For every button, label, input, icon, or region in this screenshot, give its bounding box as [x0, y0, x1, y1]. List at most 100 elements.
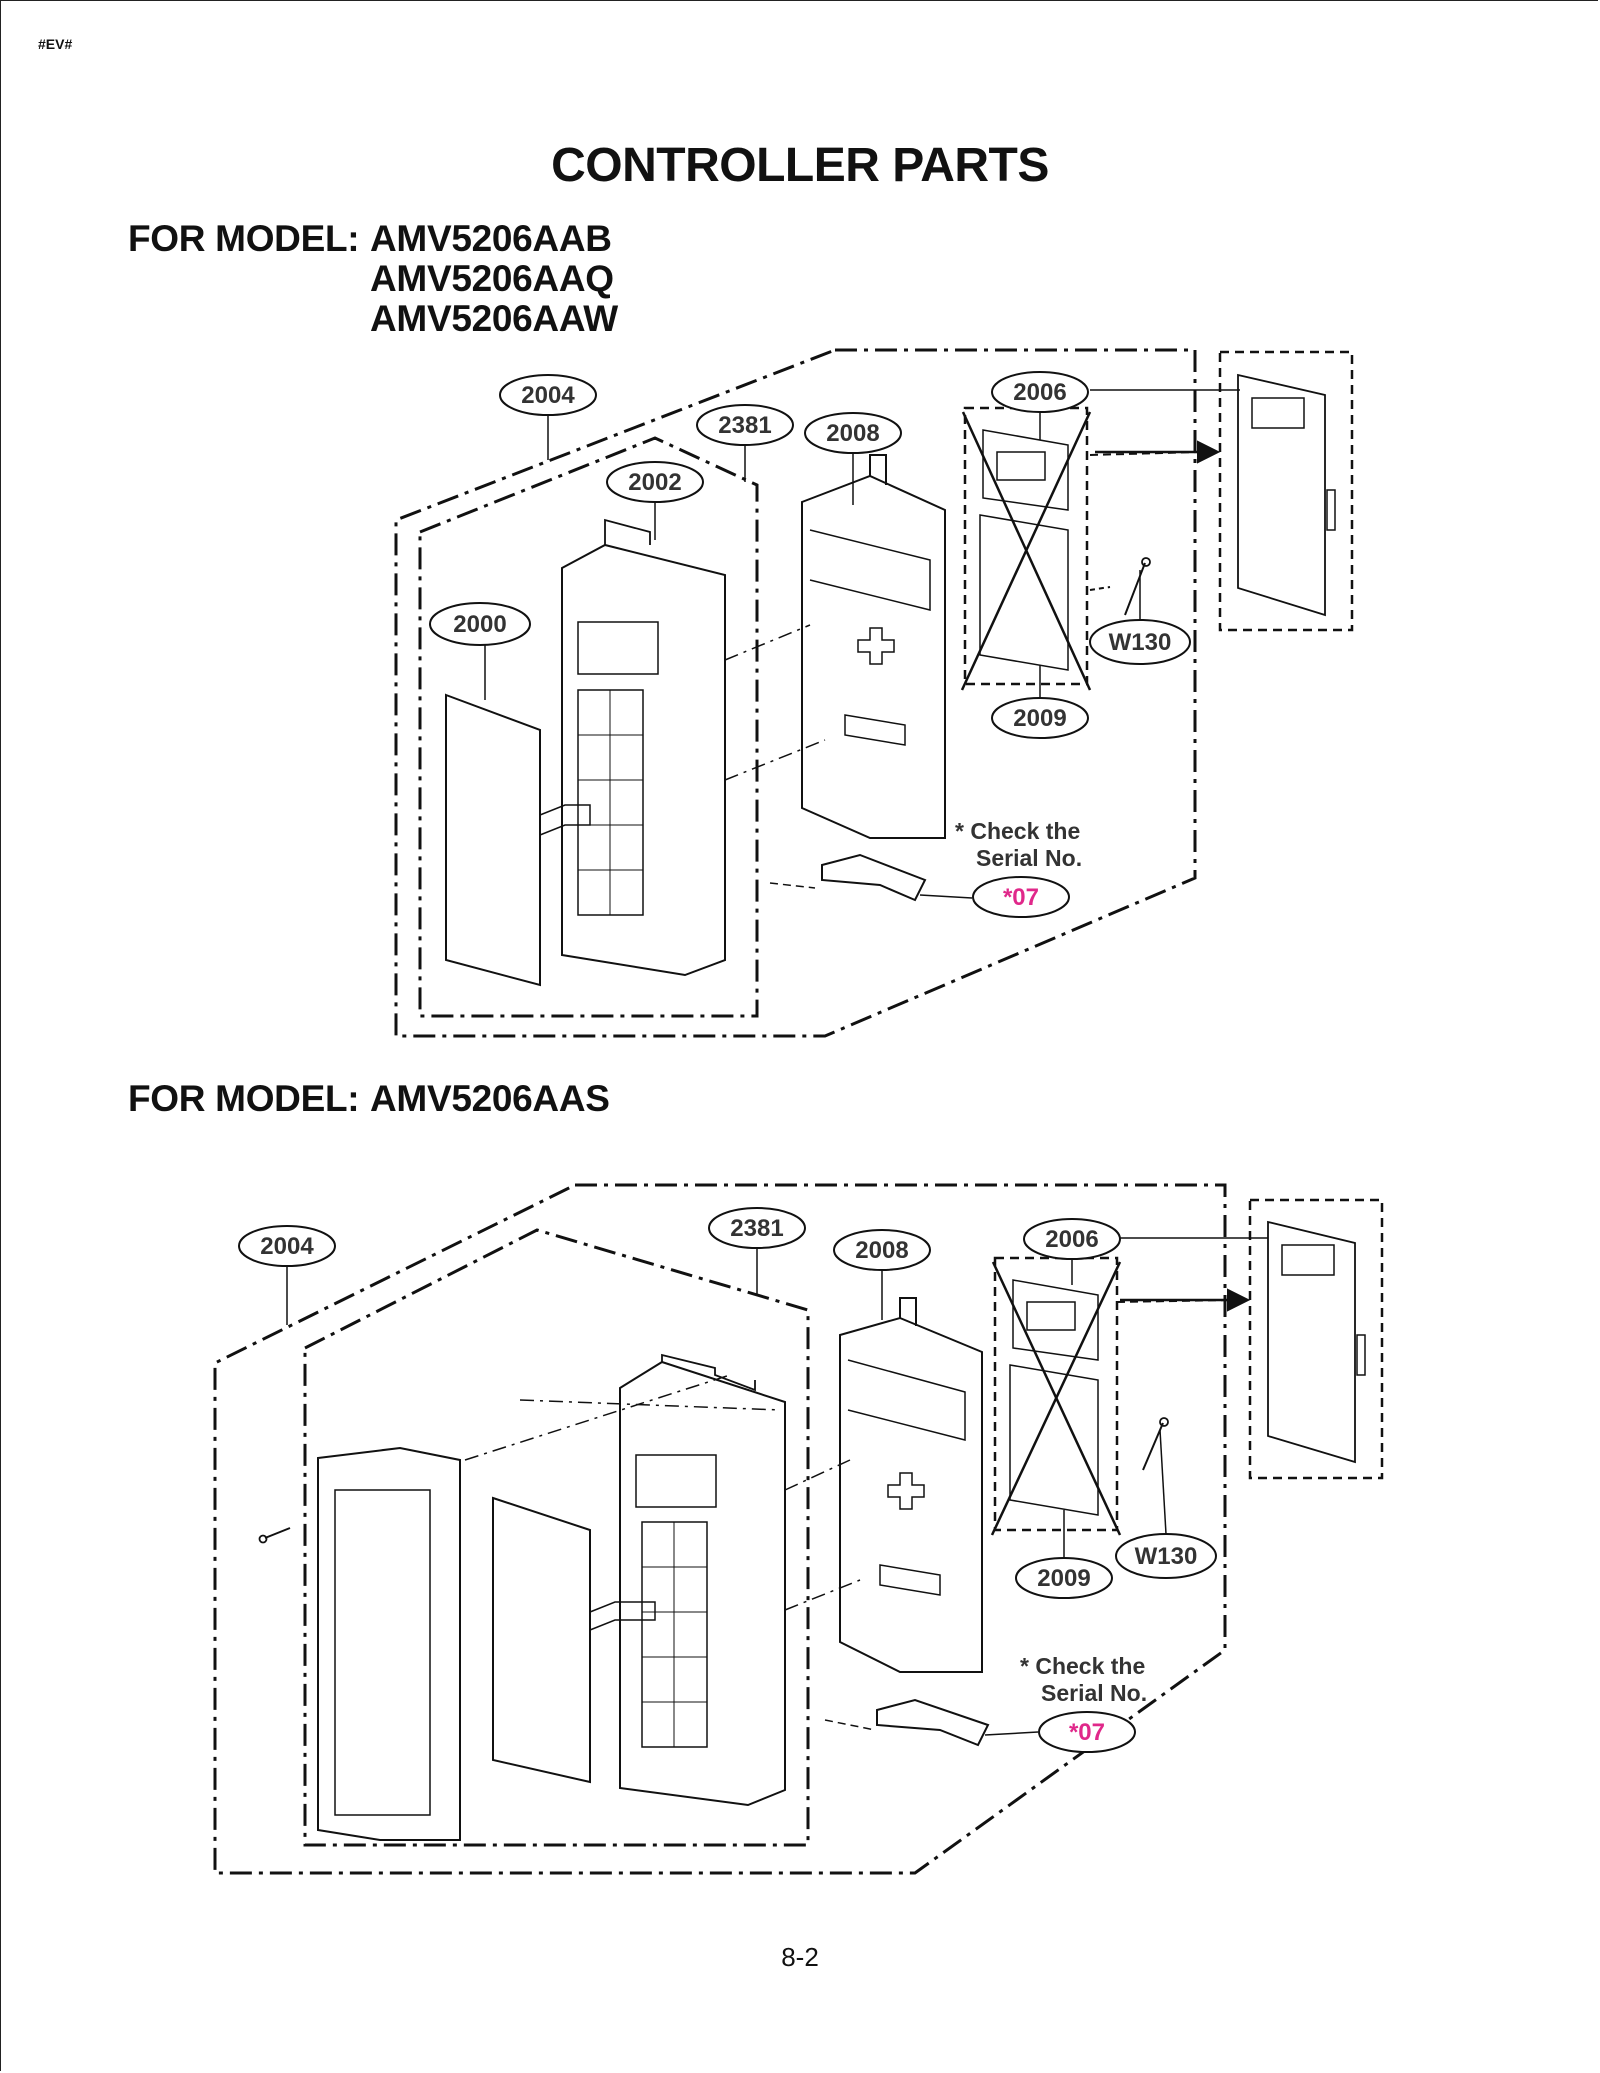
section1-leader-07	[919, 894, 973, 899]
page-tag: #EV#	[38, 36, 73, 52]
section1-replacement-window	[1251, 397, 1305, 429]
section1-replacement-board	[1237, 373, 1326, 617]
section2-panel-display	[635, 1454, 717, 1508]
section1-callout-w130	[1089, 619, 1191, 665]
section1-bracket-slot	[844, 714, 906, 746]
section1-inner-boundary	[418, 436, 759, 1018]
section2-replacement-window	[1281, 1244, 1335, 1276]
section2-leader-07	[984, 1731, 1039, 1736]
section1-callout-2004	[499, 374, 597, 416]
section1-panel-tab	[604, 518, 651, 545]
section2-clip-leader	[824, 1719, 876, 1731]
section1-callout-2002-text: 2002	[628, 469, 681, 496]
section1-bracket-tab	[869, 454, 887, 485]
section2-model-1: AMV5206AAS	[370, 1078, 610, 1119]
section2-callout-2006-text: 2006	[1045, 1226, 1098, 1253]
section1-model-1: AMV5206AAB	[370, 218, 612, 259]
section1-pcb-display-window	[996, 451, 1046, 481]
section2-outer-boundary	[213, 1183, 1227, 1875]
section1-callout-2008	[804, 412, 902, 454]
section1-callout-2000-text: 2000	[453, 611, 506, 638]
section1-model-3: AMV5206AAW	[370, 298, 618, 339]
section2-assembly	[213, 1183, 1384, 1875]
section1-callout-07-text: *07	[1003, 884, 1039, 911]
section1-clip-07	[821, 853, 927, 902]
section1-screw-head	[1141, 557, 1151, 567]
section2-part-leader	[784, 1579, 861, 1611]
section2-callout-07-text: *07	[1069, 1719, 1105, 1746]
section1-note-line1: * Check the	[955, 818, 1080, 844]
section1-outer-boundary	[394, 348, 1197, 1038]
section2-panel	[619, 1360, 786, 1807]
section2-model-label: FOR MODEL:	[128, 1078, 360, 1119]
section1-assembly	[394, 348, 1354, 1038]
section2-replacement-board	[1267, 1220, 1356, 1464]
section2-callout-2381	[708, 1207, 806, 1249]
section2-door-screw	[264, 1527, 291, 1539]
section1-replacement-box	[1218, 350, 1354, 632]
page-title: CONTROLLER PARTS	[551, 139, 1049, 192]
section1-callout-2009-text: 2009	[1013, 705, 1066, 732]
section2-leader-w130	[1159, 1429, 1167, 1535]
section1-pcb-board	[979, 514, 1069, 671]
section1-pcb-link	[1089, 586, 1111, 591]
section2-pcb-display-plate	[1012, 1279, 1099, 1361]
section2-callout-2381-text: 2381	[730, 1215, 783, 1242]
section2-pcb-board	[1009, 1364, 1099, 1516]
section1-callout-2002	[606, 461, 704, 503]
section2-bracket-slot	[879, 1564, 941, 1596]
section2-callout-2004-text: 2004	[260, 1233, 314, 1260]
section1-bracket-2008	[801, 474, 946, 839]
section2-arrow-head	[1227, 1288, 1251, 1312]
section2-part-leader	[784, 1459, 851, 1491]
section1-callout-2000	[429, 602, 531, 646]
section2-panel-tab	[661, 1353, 756, 1392]
section2-note-line2: Serial No.	[1041, 1680, 1147, 1706]
section1-callout-2004-text: 2004	[521, 382, 575, 409]
section2-door-screw-head	[258, 1534, 268, 1544]
section2-membrane	[492, 1496, 591, 1784]
section2-bracket-2008	[839, 1316, 983, 1673]
section1-callout-2009	[991, 697, 1089, 739]
section2-clip-07	[876, 1698, 990, 1747]
section1-callout-2006-text: 2006	[1013, 379, 1066, 406]
section1-model-2: AMV5206AAQ	[370, 258, 614, 299]
section1-model-label: FOR MODEL:	[128, 218, 360, 259]
section1-callout-2006	[991, 371, 1089, 413]
section2-door-frame-2004	[317, 1446, 461, 1841]
section1-bracket-top	[809, 529, 931, 611]
page-number: 8-2	[781, 1942, 819, 1972]
section2-bracket-tab	[899, 1297, 917, 1326]
section2-callout-w130-text: W130	[1135, 1543, 1198, 1570]
section1-screw-w130	[1124, 562, 1146, 616]
section1-part-leader	[724, 624, 811, 661]
section1-pcb-display-plate	[982, 429, 1069, 511]
section1-callout-07	[972, 876, 1070, 918]
section1-part-leader	[724, 739, 826, 781]
section1-arrow-head	[1197, 440, 1221, 464]
section2-replacement-connector	[1356, 1334, 1366, 1376]
section2-callout-2008-text: 2008	[855, 1237, 908, 1264]
section2-callout-2008	[833, 1229, 931, 1271]
section2-screw-head	[1159, 1417, 1169, 1427]
section1-clip-leader	[769, 882, 816, 889]
section1-bracket-cross	[857, 627, 895, 665]
section2-inner-boundary	[303, 1228, 810, 1847]
section1-callout-w130-text: W130	[1109, 629, 1172, 656]
section2-bracket-cross	[887, 1472, 925, 1510]
section2-door-frame-inner	[334, 1489, 431, 1816]
section1-callout-2381	[696, 404, 794, 446]
section2-callout-2004	[238, 1225, 336, 1267]
section2-part-leader	[464, 1374, 731, 1461]
section1-callout-2008-text: 2008	[826, 420, 879, 447]
section2-callout-2009-text: 2009	[1037, 1565, 1090, 1592]
section1-ribbon-cable	[539, 804, 591, 836]
section2-replacement-box	[1248, 1198, 1384, 1480]
section1-callout-2381-text: 2381	[718, 412, 771, 439]
section1-replacement-connector	[1326, 489, 1336, 531]
section2-callout-07	[1038, 1711, 1136, 1753]
section2-callout-2006	[1023, 1218, 1121, 1260]
section1-panel-display	[577, 621, 659, 675]
